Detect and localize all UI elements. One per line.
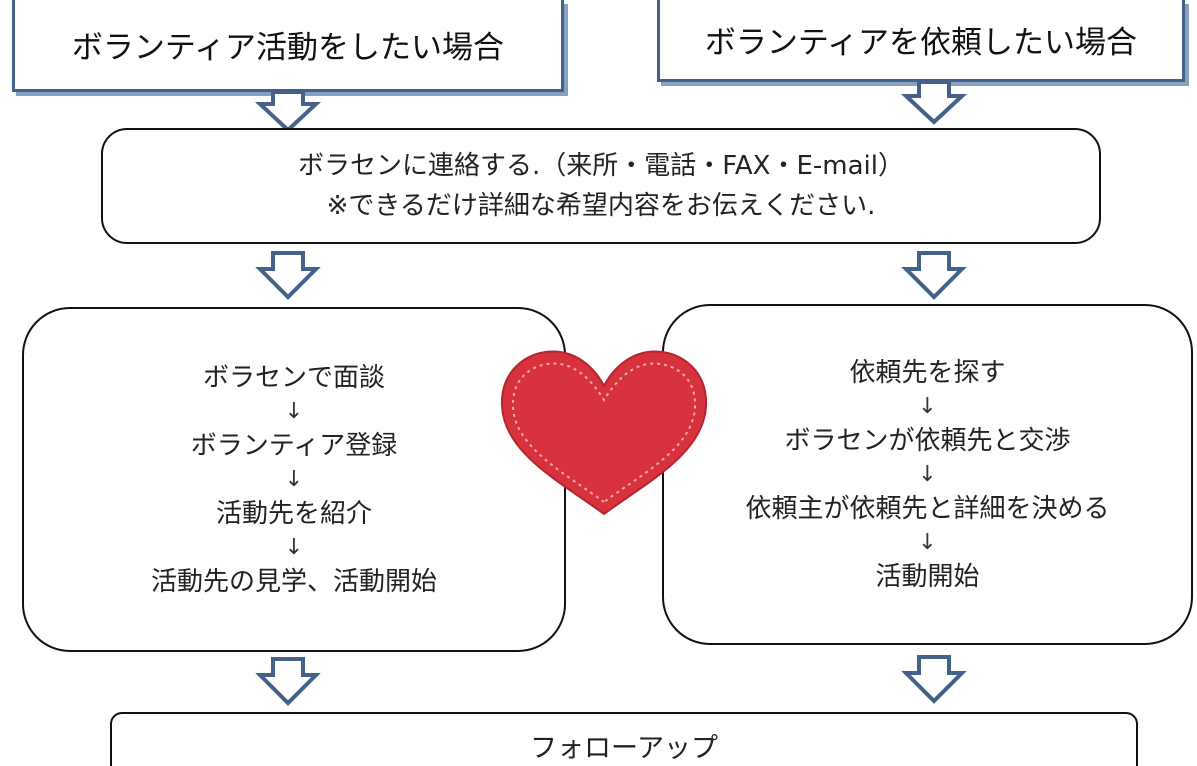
hollow-down-arrow-icon bbox=[901, 655, 967, 704]
hollow-down-arrow-icon bbox=[254, 90, 322, 133]
right-step-4: 活動開始 bbox=[875, 561, 980, 592]
volunteer-flow-box: ボラセンで面談 ↓ ボランティア登録 ↓ 活動先を紹介 ↓ 活動先の見学、活動開… bbox=[22, 307, 566, 652]
followup-box: フォローアップ bbox=[110, 712, 1138, 766]
hollow-down-arrow-icon bbox=[255, 251, 321, 300]
right-step-1: 依頼先を探す bbox=[849, 357, 1006, 388]
header-volunteer-activity: ボランティア活動をしたい場合 bbox=[12, 0, 564, 92]
down-arrow-icon: ↓ bbox=[918, 529, 937, 555]
heart-icon bbox=[500, 350, 708, 516]
contact-line-1: ボラセンに連絡する.（来所・電話・FAX・E-mail） bbox=[298, 151, 904, 181]
left-step-4: 活動先の見学、活動開始 bbox=[150, 566, 437, 597]
followup-label: フォローアップ bbox=[530, 733, 718, 764]
hollow-down-arrow-icon bbox=[900, 80, 968, 125]
hollow-down-arrow-icon bbox=[255, 657, 321, 706]
contact-line-2: ※できるだけ詳細な希望内容をお伝えください. bbox=[326, 191, 876, 221]
down-arrow-icon: ↓ bbox=[918, 461, 937, 487]
header-request-volunteer-label: ボランティアを依頼したい場合 bbox=[704, 25, 1138, 61]
contact-box: ボラセンに連絡する.（来所・電話・FAX・E-mail） ※できるだけ詳細な希望… bbox=[101, 128, 1101, 244]
down-arrow-icon: ↓ bbox=[918, 393, 937, 419]
left-step-3: 活動先を紹介 bbox=[215, 498, 372, 529]
down-arrow-icon: ↓ bbox=[284, 398, 304, 424]
down-arrow-icon: ↓ bbox=[284, 534, 304, 560]
down-arrow-icon: ↓ bbox=[284, 466, 304, 492]
left-step-1: ボラセンで面談 bbox=[202, 362, 385, 393]
left-step-2: ボランティア登録 bbox=[190, 430, 398, 461]
request-flow-box: 依頼先を探す ↓ ボラセンが依頼先と交渉 ↓ 依頼主が依頼先と詳細を決める ↓ … bbox=[662, 304, 1193, 645]
header-request-volunteer: ボランティアを依頼したい場合 bbox=[657, 0, 1185, 82]
right-step-3: 依頼主が依頼先と詳細を決める bbox=[745, 493, 1110, 524]
right-step-2: ボラセンが依頼先と交渉 bbox=[784, 425, 1071, 456]
hollow-down-arrow-icon bbox=[901, 251, 967, 300]
header-volunteer-activity-label: ボランティア活動をしたい場合 bbox=[71, 30, 505, 66]
